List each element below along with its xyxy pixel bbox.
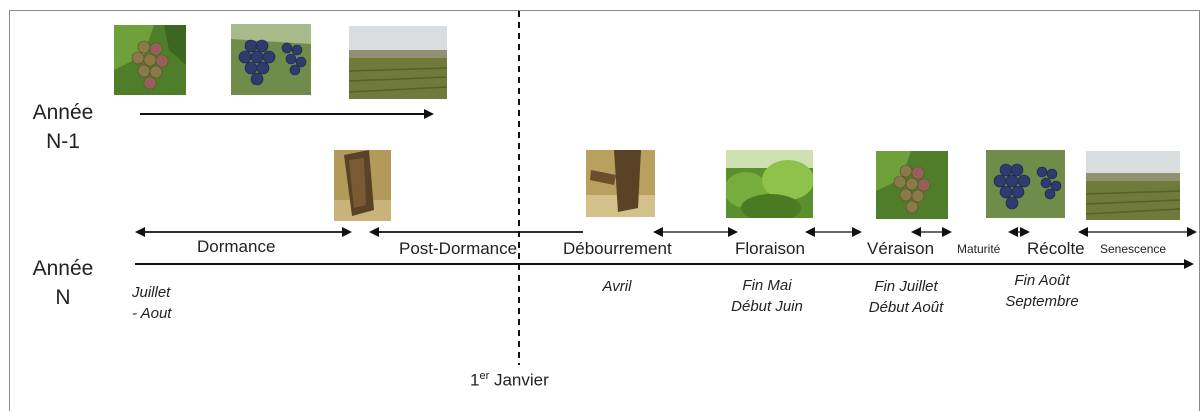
vineyard-field-photo bbox=[1086, 151, 1180, 220]
january-label: 1er Janvier bbox=[470, 370, 549, 390]
year-current-label: Année N bbox=[32, 257, 94, 309]
stage-maturite: Maturité bbox=[957, 242, 1001, 256]
stage-post-dormance: Post-Dormance bbox=[399, 239, 518, 258]
stage-senescence: Senescence bbox=[1100, 242, 1167, 256]
vineyard-field-photo bbox=[349, 26, 447, 99]
vine-trunk-photo bbox=[334, 150, 391, 221]
date-floraison: Fin Mai Début Juin bbox=[731, 277, 803, 315]
green-grapes-photo bbox=[876, 151, 948, 219]
stage-recolte: Récolte bbox=[1027, 239, 1085, 258]
blue-grapes-photo bbox=[986, 150, 1065, 218]
vine-trunk-photo bbox=[586, 150, 655, 217]
diagram-frame bbox=[9, 10, 1200, 411]
stage-veraison: Véraison bbox=[867, 239, 935, 258]
date-avril: Avril bbox=[602, 278, 632, 295]
blue-grapes-photo bbox=[231, 24, 311, 95]
stage-dormance: Dormance bbox=[197, 237, 276, 256]
green-grapes-photo bbox=[114, 25, 186, 95]
date-veraison: Fin Juillet Début Août bbox=[868, 278, 944, 316]
vine-leaves-photo bbox=[726, 150, 813, 218]
year-previous-label: Année N-1 bbox=[32, 101, 94, 153]
stage-debourrement: Débourrement bbox=[563, 239, 672, 258]
stage-floraison: Floraison bbox=[735, 239, 805, 258]
date-recolte: Fin Août Septembre bbox=[1005, 272, 1079, 310]
date-juillet-aout: Juillet - Aout bbox=[132, 284, 172, 322]
